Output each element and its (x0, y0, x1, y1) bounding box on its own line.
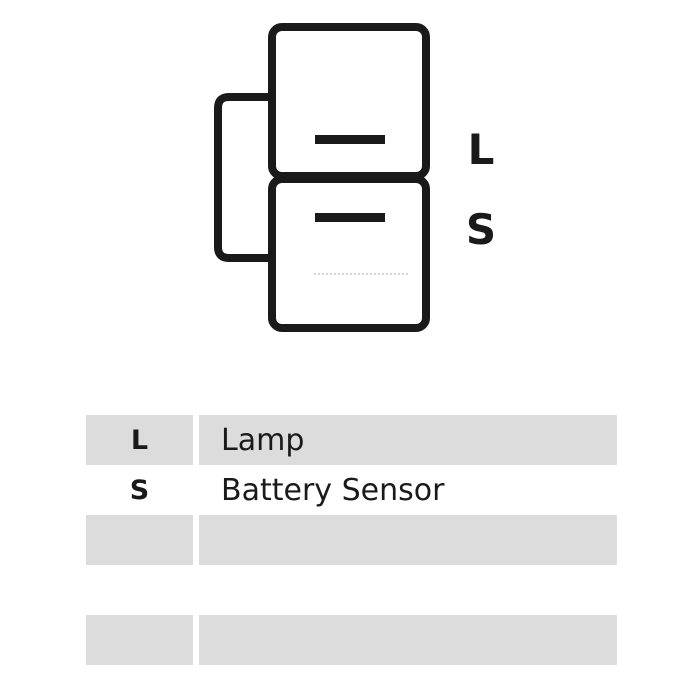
pin-code-cell (86, 565, 193, 615)
pin-description-cell: Battery Sensor (221, 472, 445, 508)
pin-description-cell (199, 565, 617, 615)
table-row (86, 615, 617, 665)
pin-description-cell (199, 515, 617, 565)
terminal-blade-s (315, 213, 385, 222)
pin-code-cell: S (129, 474, 150, 506)
pin-label-s: S (466, 205, 496, 254)
connector-diagram: L S (214, 23, 496, 332)
table-row (86, 565, 617, 615)
pin-description-cell (199, 615, 617, 665)
pin-label-l: L (468, 125, 495, 174)
upper-pin-cavity (268, 23, 430, 180)
table-row: S Battery Sensor (86, 465, 617, 515)
pin-code-cell (86, 515, 193, 565)
table-row (86, 515, 617, 565)
pin-code-cell (86, 615, 193, 665)
connector-latch (214, 93, 272, 262)
pin-description-cell: Lamp (199, 415, 617, 465)
terminal-blade-l (315, 135, 385, 144)
pin-code-cell: L (86, 415, 193, 465)
lower-pin-cavity (268, 175, 430, 332)
